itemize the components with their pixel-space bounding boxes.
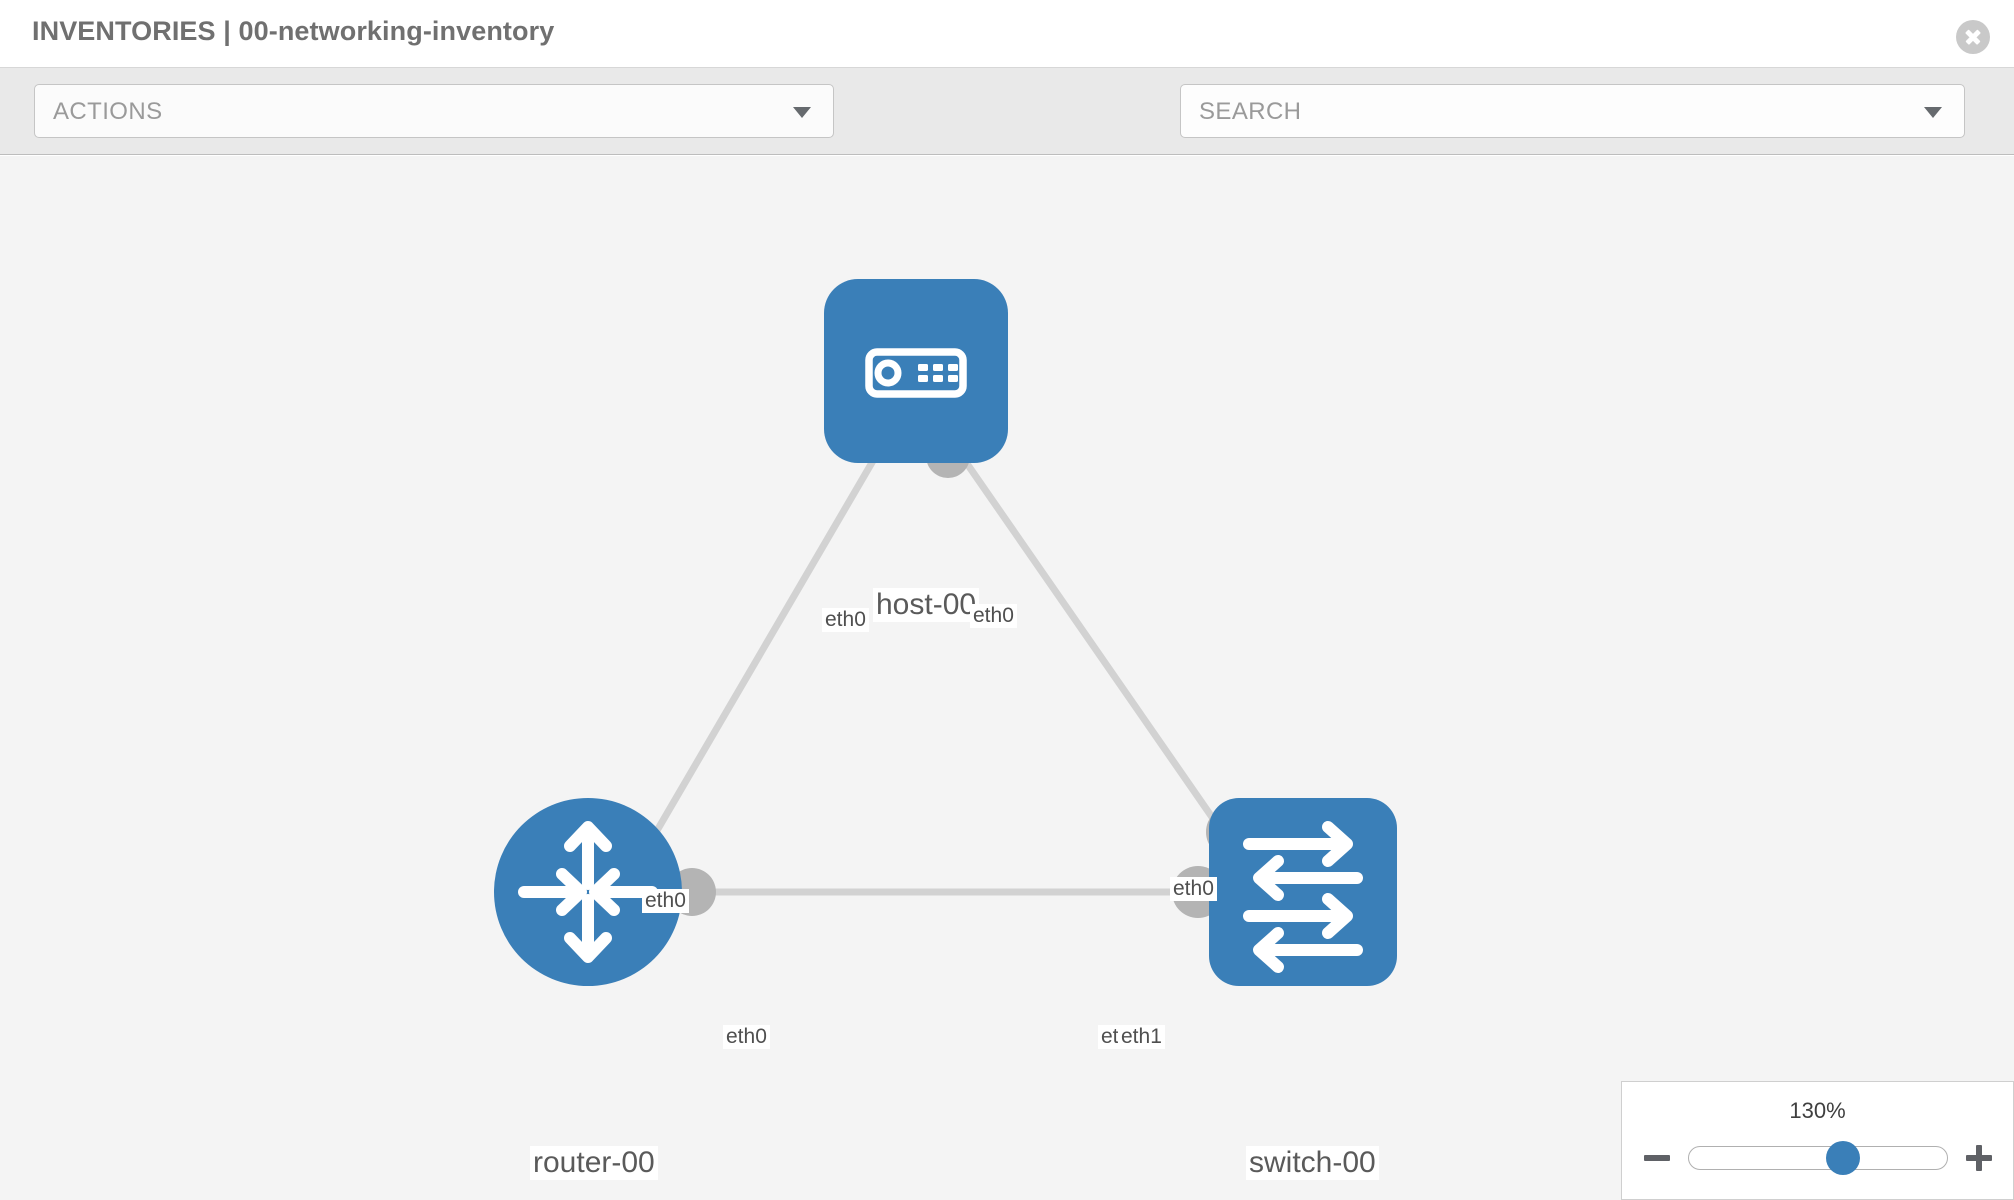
server-icon-ports (918, 364, 958, 382)
zoom-control-panel: 130% (1621, 1081, 2014, 1200)
switch-arrows-icon (1243, 821, 1363, 973)
topology-canvas[interactable]: host-00 router-00 switch-00 eth0 eth0 et… (0, 156, 2014, 1200)
interface-label: eth1 (1118, 1025, 1165, 1050)
node-router-00 (494, 798, 682, 986)
interface-label: eth0 (822, 608, 869, 633)
zoom-slider-row (1622, 1138, 2013, 1178)
link-host-router (644, 438, 888, 850)
page-header: INVENTORIES | 00-networking-inventory (0, 0, 2014, 68)
zoom-level-value: 130% (1789, 1098, 1846, 1123)
close-icon[interactable] (1956, 20, 1990, 54)
node-label-router-00: router-00 (530, 1146, 658, 1180)
search-placeholder: SEARCH (1199, 98, 1302, 125)
graph-links (644, 438, 1236, 896)
node-label-switch-00: switch-00 (1246, 1146, 1379, 1180)
chevron-down-icon[interactable] (1924, 107, 1942, 118)
zoom-out-button[interactable] (1643, 1145, 1670, 1171)
zoom-slider-handle[interactable] (1826, 1141, 1861, 1175)
zoom-in-button[interactable] (1965, 1145, 1992, 1171)
router-arrows-icon (518, 821, 658, 963)
chevron-down-icon (793, 107, 811, 118)
actions-dropdown[interactable]: ACTIONS (34, 84, 834, 138)
interface-label: eth0 (970, 604, 1017, 629)
interface-label: eth0 (1170, 877, 1217, 902)
topology-graph (494, 279, 1397, 986)
interface-label: eth0 (642, 889, 689, 914)
zoom-slider[interactable] (1687, 1141, 1948, 1175)
page-title: INVENTORIES | 00-networking-inventory (32, 16, 555, 46)
node-switch-00 (1209, 798, 1397, 986)
toolbar: ACTIONS SEARCH (0, 68, 2014, 191)
graph-connectors (668, 434, 1258, 918)
link-host-switch (948, 438, 1236, 850)
node-host-00 (824, 279, 1008, 463)
server-icon-led (874, 359, 902, 387)
actions-dropdown-label: ACTIONS (53, 98, 163, 125)
interface-label: eth0 (723, 1025, 770, 1050)
search-input[interactable]: SEARCH (1180, 84, 1965, 138)
node-label-host-00: host-00 (873, 588, 980, 622)
server-icon (865, 348, 967, 398)
